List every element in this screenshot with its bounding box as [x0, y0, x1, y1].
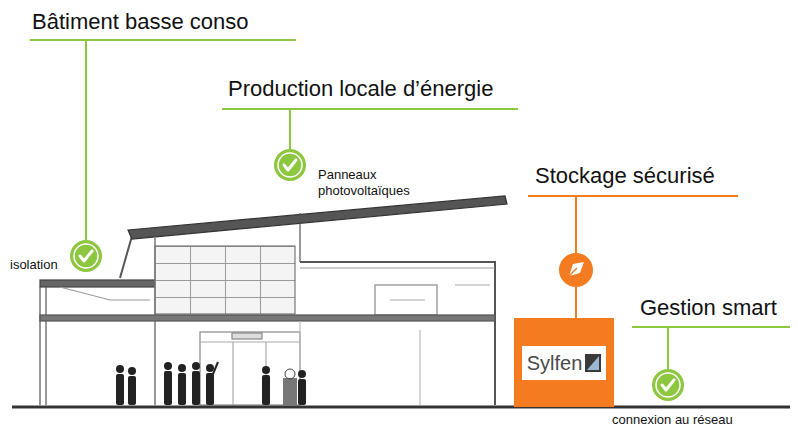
callout-title: Gestion smart: [640, 295, 777, 321]
illustration-stroke: [155, 246, 295, 314]
illustration-stroke: [40, 280, 158, 287]
illustration-stroke: [575, 287, 577, 318]
illustration-stroke: [206, 364, 214, 372]
building: [40, 196, 507, 405]
illustration-stroke: [455, 284, 490, 285]
illustration-stroke: [120, 236, 132, 278]
illustration-stroke: [285, 369, 295, 379]
storage-unit-box: Sylfen: [514, 318, 614, 407]
logo-panel: Sylfen: [522, 346, 607, 380]
illustration-stroke: [45, 287, 46, 405]
illustration-stroke: [569, 262, 584, 276]
illustration-stroke: [70, 240, 102, 272]
illustration-stroke: [375, 285, 437, 315]
illustration-stroke: [85, 40, 87, 240]
illustration-stroke: [128, 367, 136, 375]
illustration-stroke: [213, 362, 218, 374]
illustration-stroke: [192, 362, 200, 370]
illustration-stroke: [128, 376, 136, 405]
illustration-stroke: [200, 341, 300, 342]
callout-note: connexion au réseau: [612, 412, 733, 428]
illustration-stroke: [80, 251, 92, 261]
illustration-stroke: [298, 370, 306, 378]
illustration-stroke: [178, 364, 186, 372]
illustration-stroke: [200, 332, 300, 405]
illustration-stroke: [667, 327, 669, 369]
illustration-stroke: [575, 196, 577, 253]
illustration-stroke: [656, 373, 680, 397]
callout-note: Panneaux photovoltaïques: [318, 167, 430, 198]
illustration-stroke: [274, 149, 306, 181]
ground-line: [12, 406, 790, 409]
logo-wedge: [587, 356, 599, 370]
illustration-stroke: [192, 371, 200, 405]
illustration-stroke: [116, 374, 124, 405]
illustration-stroke: [74, 244, 98, 268]
illustration-stroke: [298, 379, 306, 405]
callout-title: Bâtiment basse conso: [32, 9, 248, 35]
illustration-stroke: [662, 380, 674, 390]
illustration-stroke: [128, 196, 507, 239]
illustration-stroke: [30, 39, 296, 41]
illustration-stroke: [569, 268, 577, 276]
callout-title: Production locale d’énergie: [228, 76, 493, 102]
illustration-stroke: [278, 153, 302, 177]
illustration-stroke: [284, 160, 296, 170]
illustration-stroke: [632, 326, 790, 328]
logo-text: Sylfen: [527, 351, 583, 375]
illustration-stroke: [652, 369, 684, 401]
illustration-stroke: [262, 375, 270, 405]
check-icon: [70, 240, 102, 272]
illustration-stroke: [232, 333, 262, 339]
logo-square: [585, 354, 601, 372]
illustration-stroke: [164, 371, 172, 405]
illustration-stroke: [419, 330, 420, 405]
callout-underlines: [30, 40, 790, 327]
logo-mark: [585, 354, 601, 372]
illustration-stroke: [206, 373, 214, 405]
illustration-stroke: [289, 109, 291, 149]
illustration-stroke: [390, 299, 425, 300]
illustration-stroke: [300, 267, 495, 268]
illustration-stroke: [232, 342, 233, 405]
illustration-stroke: [299, 213, 300, 262]
illustration-stroke: [164, 362, 172, 370]
illustration-stroke: [60, 287, 150, 300]
storage-icon: [559, 253, 593, 287]
callout-note: isolation: [10, 257, 58, 273]
illustration-stroke: [178, 373, 186, 405]
illustration-stroke: [40, 315, 495, 321]
illustration-stroke: [528, 195, 738, 197]
illustration-stroke: [262, 366, 270, 374]
illustration-stroke: [283, 378, 297, 405]
people: [116, 362, 306, 405]
illustration-stroke: [39, 287, 40, 405]
illustration-stroke: [300, 262, 495, 405]
illustration-stroke: [116, 365, 124, 373]
illustration-stroke: [222, 108, 518, 110]
check-icon: [274, 149, 306, 181]
callout-title: Stockage sécurisé: [535, 163, 715, 189]
illustration-stroke: [559, 253, 593, 287]
check-icon: [652, 369, 684, 401]
